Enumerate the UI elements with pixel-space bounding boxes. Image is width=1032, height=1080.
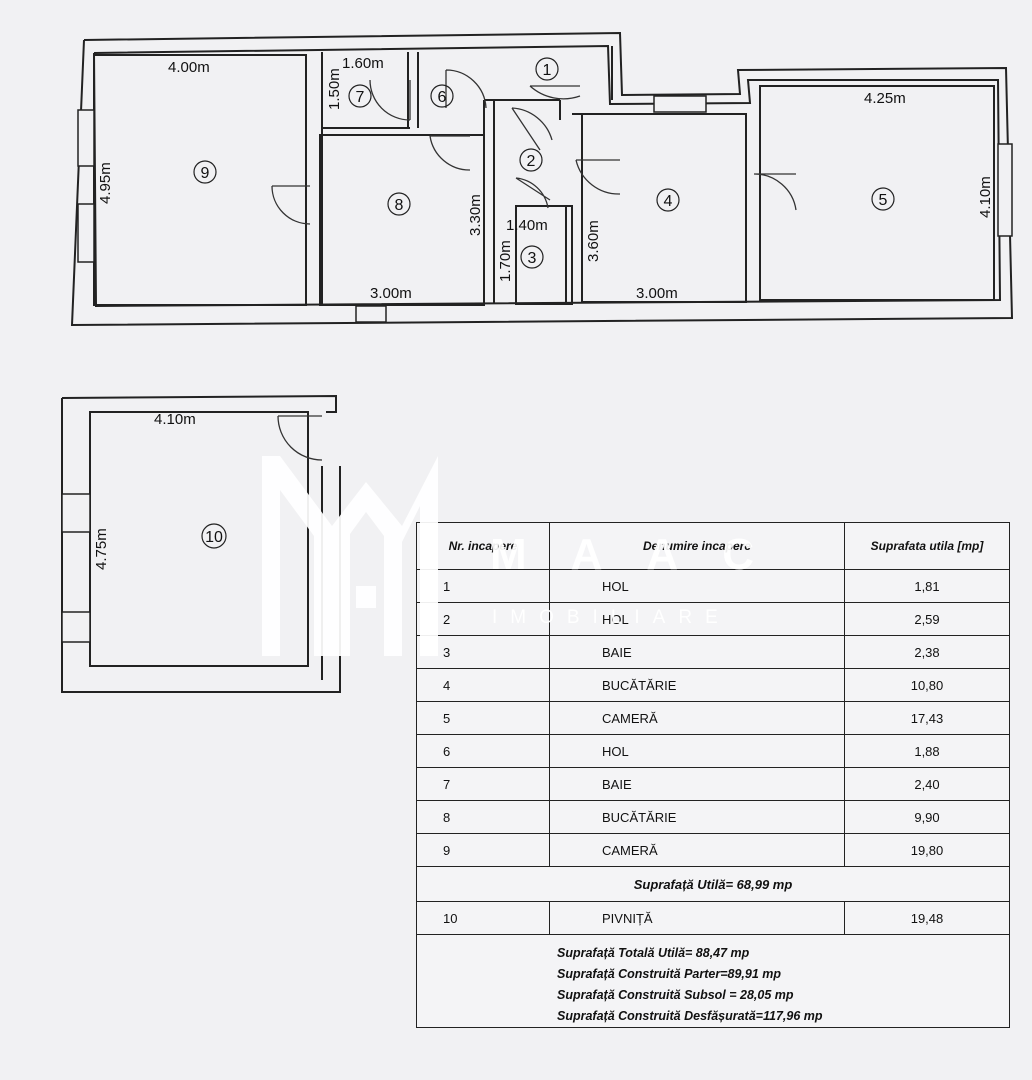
row-name: BAIE [549,767,845,801]
room-area-table: Nr. incapere Denumire incapere Suprafata… [416,522,1010,1028]
row-name: HOL [549,734,845,768]
row-area: 19,48 [844,901,1010,935]
room-marker-3: 3 [528,250,537,267]
row-area: 2,38 [844,635,1010,669]
subtotal-text: Suprafață Utilă= 68,99 mp [416,866,1010,902]
row-name: CAMERĂ [549,701,845,735]
table-header-row: Nr. incapere Denumire incapere Suprafata… [416,522,1010,570]
dim-r8-height: 3.30m [467,194,484,236]
total-built-ground: Suprafață Construită Parter=89,91 mp [557,967,782,981]
dim-r10-height: 4.75m [93,528,110,570]
total-usable: Suprafață Totală Utilă= 88,47 mp [557,946,750,960]
total-built-basement: Suprafață Construită Subsol = 28,05 mp [557,988,794,1002]
dim-r4-height: 3.60m [585,220,602,262]
row-name: HOL [549,602,845,636]
row-area: 1,88 [844,734,1010,768]
row-area: 17,43 [844,701,1010,735]
row-nr: 5 [416,701,550,735]
room-marker-5: 5 [879,192,888,209]
row-area: 19,80 [844,833,1010,867]
row-area: 1,81 [844,569,1010,603]
room-marker-1: 1 [543,62,552,79]
dim-r9-width: 4.00m [168,59,210,76]
row-nr: 8 [416,800,550,834]
row-area: 2,40 [844,767,1010,801]
header-area: Suprafata utila [mp] [844,522,1010,570]
row-nr: 7 [416,767,550,801]
row-nr: 1 [416,569,550,603]
room-marker-4: 4 [664,193,673,210]
row-nr: 9 [416,833,550,867]
dim-r3-width: 1.40m [506,217,548,234]
dim-r3-height: 1.70m [497,240,514,282]
row-name: PIVNIȚĂ [549,901,845,935]
row-area: 10,80 [844,668,1010,702]
room-marker-9: 9 [201,165,210,182]
dim-r9-height: 4.95m [97,162,114,204]
dim-r5-height: 4.10m [977,176,994,218]
subtotal-row: Suprafață Utilă= 68,99 mp [416,866,1010,902]
totals-row: Suprafață Totală Utilă= 88,47 mp Suprafa… [416,934,1010,1028]
row-area: 2,59 [844,602,1010,636]
totals-cell: Suprafață Totală Utilă= 88,47 mp Suprafa… [416,934,1010,1028]
watermark-brand: MAAC [490,530,798,579]
row-name: CAMERĂ [549,833,845,867]
watermark-sub: IMOBILIARE [492,607,731,628]
dim-r4-width: 3.00m [636,285,678,302]
row-name: BUCĂTĂRIE [549,800,845,834]
row-name: BAIE [549,635,845,669]
dim-r7-height: 1.50m [326,68,343,110]
row-nr: 3 [416,635,550,669]
row-nr: 2 [416,602,550,636]
row-area: 9,90 [844,800,1010,834]
room-marker-8: 8 [395,197,404,214]
dim-r8-width: 3.00m [370,285,412,302]
dim-r5-width: 4.25m [864,90,906,107]
room-marker-7: 7 [356,89,365,106]
row-nr: 6 [416,734,550,768]
row-name: BUCĂTĂRIE [549,668,845,702]
dim-r7-width: 1.60m [342,55,384,72]
row-nr: 4 [416,668,550,702]
room-marker-2: 2 [527,153,536,170]
room-marker-6: 6 [438,89,447,106]
room-marker-10: 10 [205,529,223,546]
row-nr: 10 [416,901,550,935]
dim-r10-width: 4.10m [154,411,196,428]
total-built-developed: Suprafață Construită Desfășurată=117,96 … [557,1009,823,1023]
